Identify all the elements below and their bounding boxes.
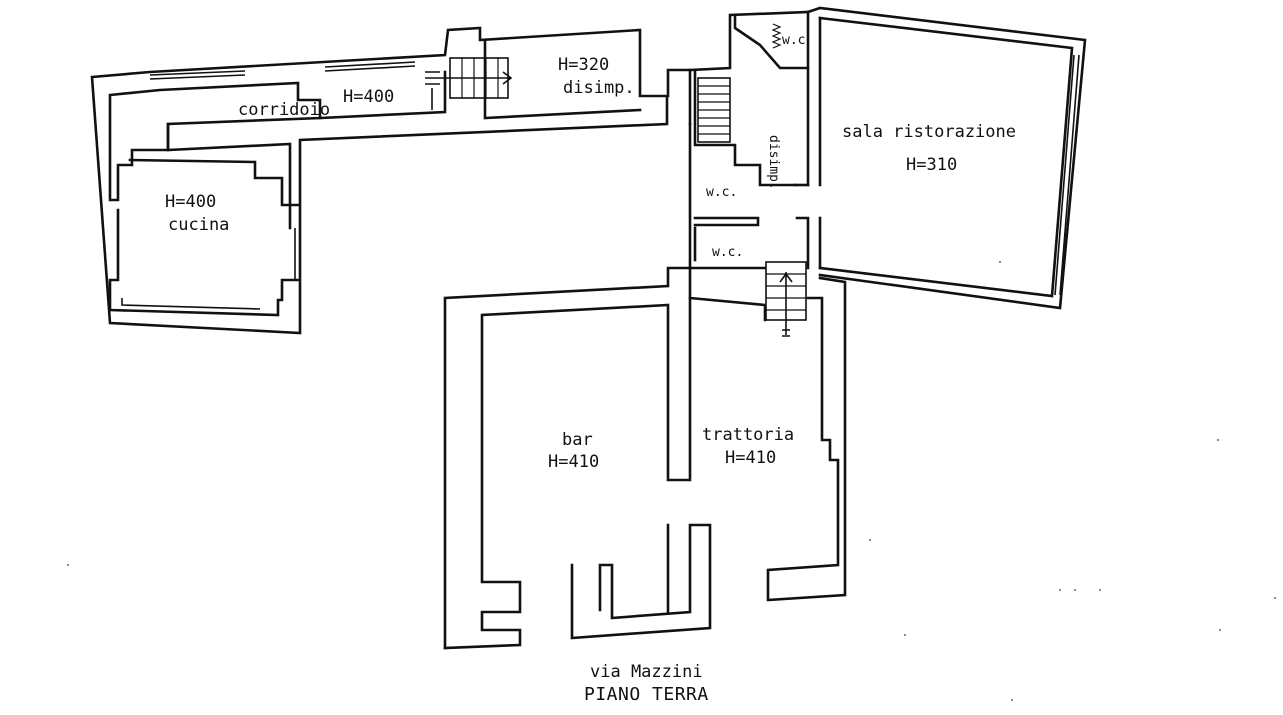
service-core-walls	[688, 10, 810, 270]
disimp-side-name: disimp.	[766, 135, 781, 190]
kitchen-corridor-walls	[90, 26, 669, 335]
corridoio-height: H=400	[343, 87, 394, 107]
cucina-name: cucina	[168, 215, 229, 235]
scan-specks	[67, 261, 1276, 701]
floor-name: PIANO TERRA	[584, 684, 709, 705]
bar-height: H=410	[548, 452, 599, 472]
wc-top-name: w.c	[782, 33, 805, 48]
sala-height: H=310	[906, 155, 957, 175]
stair-corridor	[425, 57, 513, 110]
disimp-top-walls	[483, 38, 692, 126]
street-name: via Mazzini	[590, 662, 703, 682]
sala-walls	[806, 6, 1087, 310]
cucina-height: H=400	[165, 192, 216, 212]
sala-name: sala ristorazione	[842, 122, 1016, 142]
room-labels: H=400 corridoio H=400 cucina H=320 disim…	[165, 33, 1016, 705]
disimp-top-name: disimp.	[563, 78, 635, 98]
disimp-top-height: H=320	[558, 55, 609, 75]
wc-low-name: w.c.	[712, 245, 743, 260]
trattoria-name: trattoria	[702, 425, 794, 445]
trattoria-height: H=410	[725, 448, 776, 468]
bar-trattoria-walls	[443, 266, 847, 650]
wc-mid-name: w.c.	[706, 185, 737, 200]
bar-name: bar	[562, 430, 593, 450]
corridoio-name: corridoio	[238, 100, 330, 120]
stair-trattoria	[765, 261, 807, 337]
